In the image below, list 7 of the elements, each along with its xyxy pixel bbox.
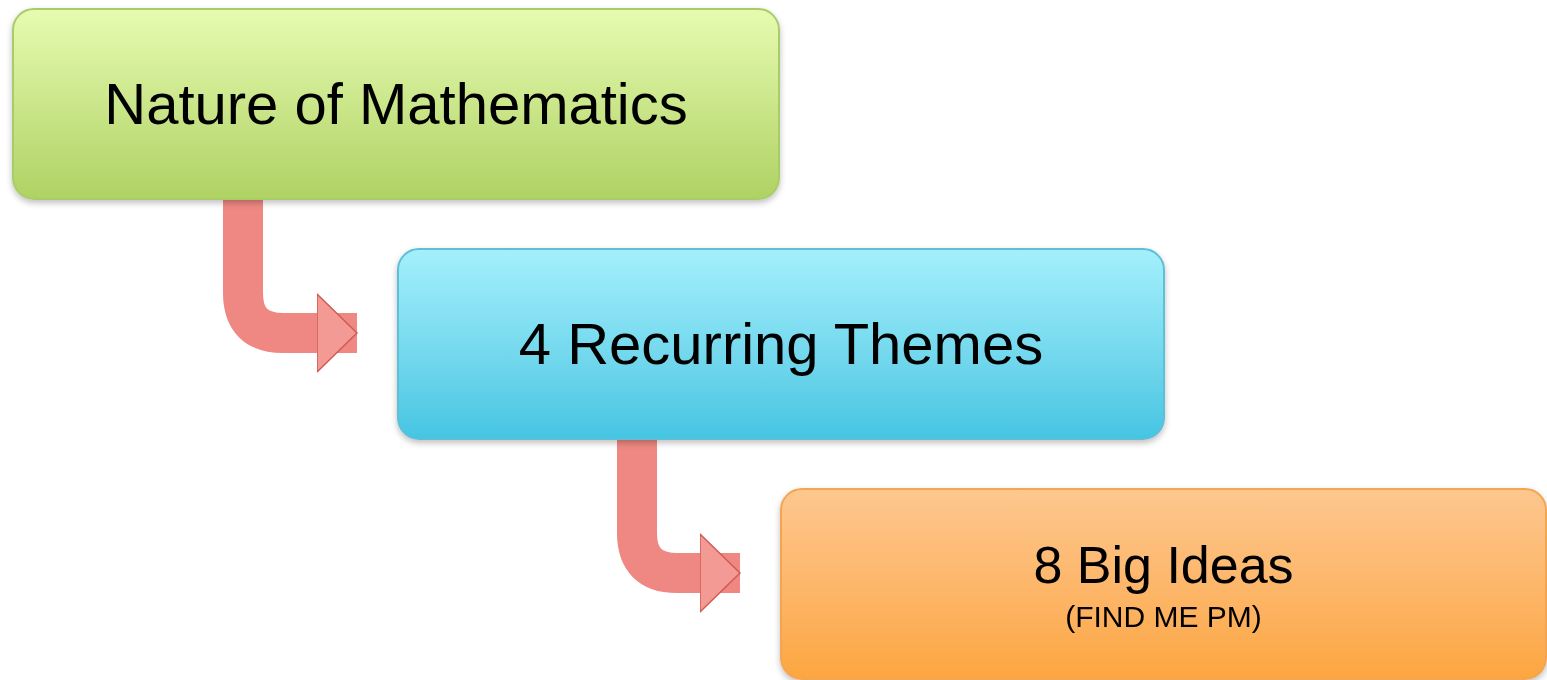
- process-box: [12, 8, 780, 200]
- box-title: Nature of Mathematics: [104, 69, 688, 138]
- box-title: 8 Big Ideas: [1033, 534, 1294, 596]
- box-title: 4 Recurring Themes: [518, 309, 1044, 378]
- box-subtitle: (FIND ME PM): [1065, 598, 1262, 635]
- process-box: [780, 488, 1547, 680]
- process-box: [397, 248, 1165, 440]
